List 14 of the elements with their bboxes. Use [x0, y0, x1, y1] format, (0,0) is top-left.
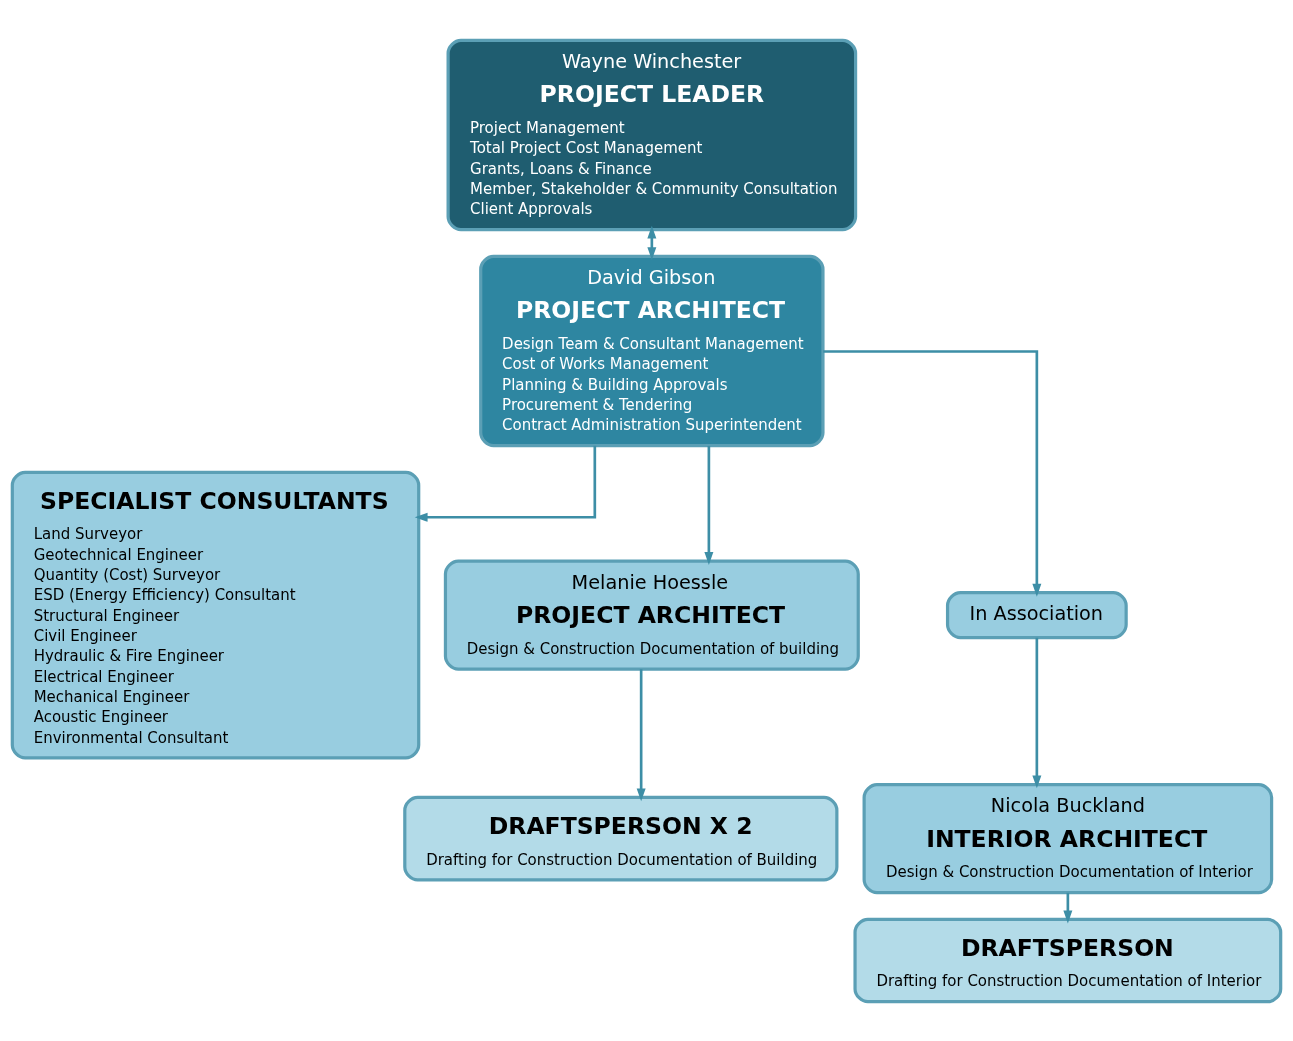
arrow: [414, 445, 597, 522]
node-box: In Association: [945, 590, 1128, 639]
arrow: [1063, 892, 1073, 923]
arrow: [823, 349, 1042, 597]
arrow: [636, 668, 646, 801]
node-box: Wayne Winchester PROJECT LEADER Project Management Total Project Cost Management Grants, Loans & Finance Member, Stakeholder & Community Consultation Client Approvals: [446, 38, 858, 231]
node-box: Nicola Buckland INTERIOR ARCHITECT Design & Construction Documentation of Interior: [862, 782, 1274, 894]
node-box: SPECIALIST CONSULTANTS Land Surveyor Geotechnical Engineer Quantity (Cost) Surveyor ESD (Energy Efficiency) Consultant Structural Engineer Civil Engineer Hydraulic & Fire Engineer Electrical Engineer Mechanical Engineer Acoustic Engineer Environmental Consultant: [10, 470, 421, 759]
arrow: [704, 445, 714, 565]
node-box: David Gibson PROJECT ARCHITECT Design Team & Consultant Management Cost of Works Management Planning & Building Approvals Procurement & Tendering Contract Administration Superintendent: [479, 254, 825, 447]
node-box: Melanie Hoessle PROJECT ARCHITECT Design & Construction Documentation of building: [443, 559, 860, 671]
node-box: DRAFTSPERSON Drafting for Construction Documentation of Interior: [853, 917, 1283, 1003]
arrow: [1032, 637, 1042, 788]
node-box: DRAFTSPERSON X 2 Drafting for Construction Documentation of Building: [403, 795, 839, 881]
